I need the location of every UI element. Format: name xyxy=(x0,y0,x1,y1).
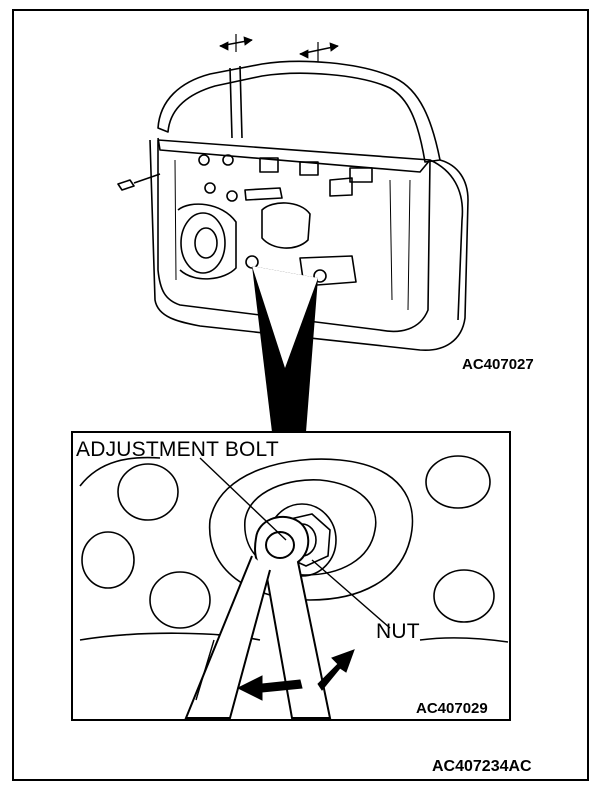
wrench-handle-front xyxy=(254,515,332,719)
bolt-4 xyxy=(226,190,238,202)
panel-hole-4 xyxy=(425,455,491,509)
window-divider xyxy=(229,65,243,139)
panel-hole-5 xyxy=(433,569,495,623)
figure-frame xyxy=(12,9,589,781)
speaker-outer xyxy=(180,212,226,274)
rotation-arrows xyxy=(236,649,355,701)
nut-leader xyxy=(311,559,391,629)
arrow-left xyxy=(236,675,303,701)
inner-panel xyxy=(157,139,431,333)
adjustment-bolt-label: ADJUSTMENT BOLT xyxy=(76,438,279,461)
harness-clip xyxy=(244,187,283,201)
panel-hole-2 xyxy=(81,531,135,589)
leader-lines xyxy=(199,457,391,629)
adjustment-bolt-leader xyxy=(199,457,287,541)
upper-view-code: AC407027 xyxy=(462,356,534,373)
wrench-box-end xyxy=(265,531,295,559)
speaker-mount xyxy=(177,203,237,280)
wrench-handle-rear xyxy=(184,555,271,719)
arrow-up-right xyxy=(317,649,355,691)
box-wrench xyxy=(184,515,332,719)
belt-line xyxy=(157,137,431,173)
panel-hole-1 xyxy=(117,463,179,521)
nut-marker xyxy=(313,269,327,283)
removed-bolt xyxy=(117,173,161,191)
detail-callout-notch xyxy=(252,266,318,368)
bolt-2 xyxy=(222,154,234,166)
upper-holes xyxy=(259,157,373,183)
detail-view-code: AC407029 xyxy=(416,700,488,717)
panel-hole-3 xyxy=(149,571,211,629)
door-edge xyxy=(429,159,464,321)
window-frame xyxy=(157,60,441,163)
wrench-slot xyxy=(195,639,215,701)
window-arrows xyxy=(219,34,339,62)
door-skin xyxy=(149,139,469,351)
nut-label: NUT xyxy=(376,620,420,643)
speaker-inner xyxy=(194,227,218,259)
regulator-opening xyxy=(261,202,311,249)
adjustment-bolt-marker xyxy=(245,255,259,269)
panel-stiffeners xyxy=(174,159,411,311)
service-hole xyxy=(329,177,353,197)
bolt-3 xyxy=(204,182,216,194)
bolt-1 xyxy=(198,154,210,166)
panel-contour-1 xyxy=(79,456,161,487)
figure-code: AC407234AC xyxy=(432,758,532,775)
